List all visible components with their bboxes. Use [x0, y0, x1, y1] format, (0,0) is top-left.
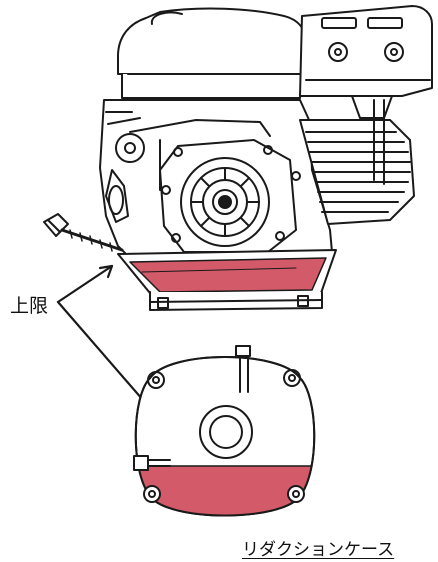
crankcase-cover [159, 139, 301, 253]
fuel-tank [117, 7, 307, 99]
reduction-case-cover-detail [133, 345, 316, 517]
reduction-case-caption: リダクションケース [242, 540, 395, 560]
oil-level-fill-top [129, 257, 327, 293]
cylinder-cooling-fins [299, 99, 415, 225]
reduction-case [117, 249, 337, 311]
muffler-heat-shield [299, 5, 433, 119]
upper-limit-label: 上限 [10, 295, 49, 317]
oil-dipstick [43, 213, 124, 252]
engine-side-view [43, 5, 433, 311]
